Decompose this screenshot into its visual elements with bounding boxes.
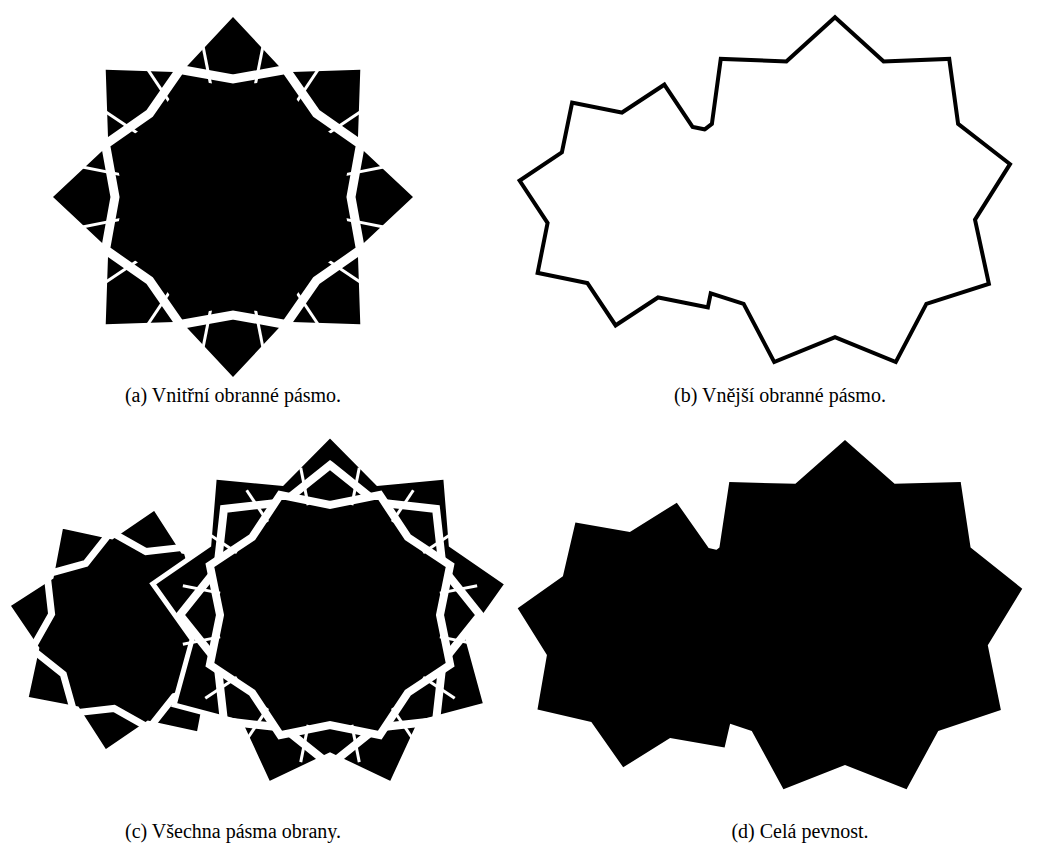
gap-line — [326, 108, 366, 135]
gap-line — [295, 290, 322, 330]
defence-band — [106, 70, 361, 325]
outline-star — [663, 20, 1008, 359]
gap-line — [100, 259, 140, 286]
gap-line — [144, 290, 171, 330]
gap-line — [247, 490, 268, 522]
gap-line — [392, 708, 413, 740]
gap-line — [255, 40, 264, 87]
right-star — [153, 435, 508, 784]
gap-line — [343, 219, 390, 228]
gap-line — [183, 586, 220, 593]
inner-band — [210, 495, 450, 735]
gap-line — [202, 307, 211, 354]
gap-line — [295, 64, 322, 104]
gap-line — [183, 637, 220, 644]
outline-fill — [663, 20, 1008, 359]
gap-line — [423, 677, 455, 698]
outer-star — [53, 17, 413, 377]
gap-line — [205, 677, 237, 698]
gap-line — [392, 490, 413, 522]
subfigure-caption: (a) Vnitřní obranné pásmo. — [123, 384, 343, 407]
gap-line — [301, 725, 308, 762]
subfigure-caption: (c) Všechna pásma obrany. — [123, 820, 343, 843]
fortress-right — [668, 440, 1023, 789]
gap-line — [255, 307, 264, 354]
gap-line — [352, 725, 359, 762]
gap-line — [76, 166, 123, 175]
gap-line — [144, 64, 171, 104]
subfigure-caption: (b) Vnější obranné pásmo. — [672, 384, 888, 407]
subfigure-caption: (d) Celá pevnost. — [729, 820, 870, 843]
gap-line — [247, 708, 268, 740]
gap-line — [76, 219, 123, 228]
gap-line — [343, 166, 390, 175]
gap-line — [326, 259, 366, 286]
gap-line — [423, 532, 455, 553]
gap-line — [440, 637, 477, 644]
gap-line — [205, 532, 237, 553]
gap-line — [301, 468, 308, 505]
gap-line — [202, 40, 211, 87]
gap-line — [352, 468, 359, 505]
defence-band — [180, 465, 480, 765]
inner-core — [115, 79, 352, 316]
gap-line — [100, 108, 140, 135]
gap-line — [440, 586, 477, 593]
